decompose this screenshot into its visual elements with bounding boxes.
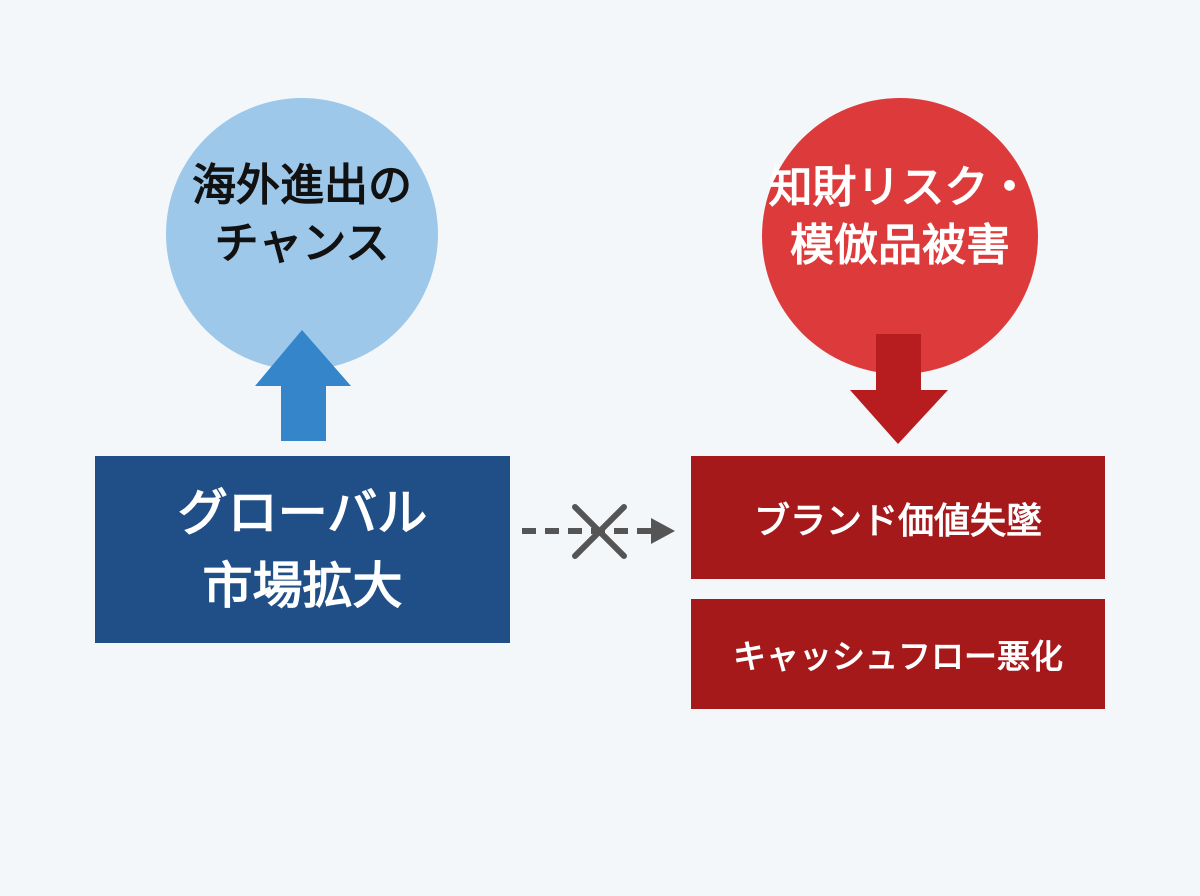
risk-circle: 知財リスク・ 模倣品被害	[762, 98, 1038, 374]
cross-mark-icon	[572, 504, 627, 559]
opportunity-circle-label: 海外進出の チャンス	[192, 159, 412, 269]
opportunity-circle: 海外進出の チャンス	[166, 98, 438, 370]
brand-damage-box: ブランド価値失墜	[691, 456, 1105, 579]
risk-circle-label: 知財リスク・ 模倣品被害	[768, 161, 1032, 271]
global-market-box: グローバル 市場拡大	[95, 456, 510, 643]
up-arrow-icon	[255, 330, 351, 441]
down-arrow-icon	[850, 334, 948, 444]
blocked-dashed-arrow-icon	[522, 518, 675, 544]
cashflow-decline-box: キャッシュフロー悪化	[691, 599, 1105, 709]
